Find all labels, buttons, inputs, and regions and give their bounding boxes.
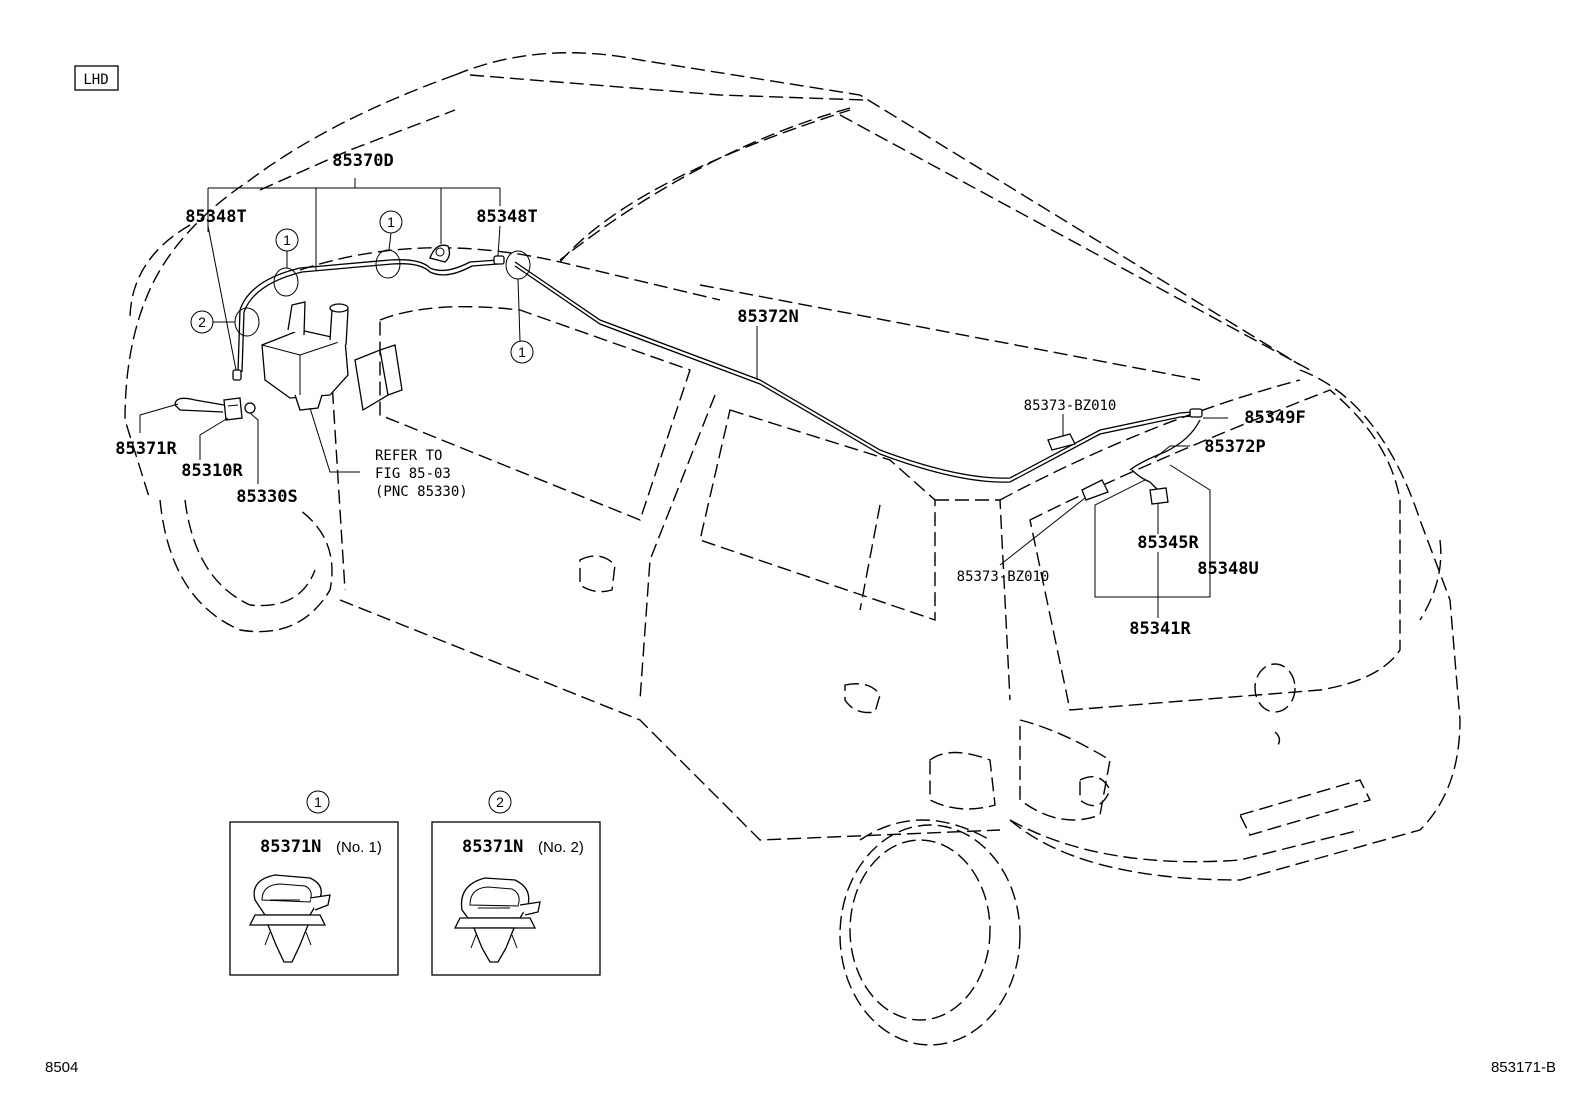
label-85345R: 85345R bbox=[1137, 533, 1199, 553]
joint-85348T-left bbox=[232, 369, 242, 381]
refer-line-1: REFER TO bbox=[375, 448, 442, 464]
label-85349F: 85349F bbox=[1244, 408, 1305, 428]
detail-note: (No. 2) bbox=[538, 839, 584, 856]
label-85370D: 85370D bbox=[332, 151, 393, 171]
washer-hose-front bbox=[237, 259, 499, 373]
nozzle-85373-top bbox=[1047, 433, 1076, 451]
callout-number: 1 bbox=[283, 232, 291, 248]
detail-part-number: 85371N bbox=[462, 837, 523, 857]
washer-hose-rear-85372N bbox=[514, 261, 1193, 483]
label-85371R: 85371R bbox=[115, 439, 177, 459]
joint-85348T-right bbox=[493, 255, 505, 265]
leader-lines bbox=[139, 178, 1228, 618]
washer-hose-85372P bbox=[1129, 419, 1201, 491]
callout-circles: 1 1 2 1 bbox=[190, 210, 534, 364]
refer-line-2: FIG 85-03 bbox=[375, 466, 451, 482]
label-85310R: 85310R bbox=[181, 461, 243, 481]
nozzle-85373-bottom bbox=[1081, 479, 1109, 501]
vehicle-outline bbox=[124, 52, 1461, 1046]
hose-85371R bbox=[174, 397, 225, 413]
label-85348U: 85348U bbox=[1197, 559, 1258, 579]
footer-figure-code: 853171-B bbox=[1491, 1059, 1556, 1076]
lhd-tag: LHD bbox=[74, 65, 119, 91]
joint-85349F bbox=[1189, 408, 1203, 418]
callout-number: 1 bbox=[518, 344, 526, 360]
callout-number: 1 bbox=[387, 214, 395, 230]
detail-callout-number: 2 bbox=[496, 794, 504, 810]
footer-page-code: 8504 bbox=[45, 1059, 78, 1076]
label-85372N: 85372N bbox=[737, 307, 798, 327]
label-85373-top: 85373-BZ010 bbox=[1024, 398, 1117, 414]
label-85330S: 85330S bbox=[236, 487, 297, 507]
part-labels: 85370D 85348T 85348T 85372N 85371R 85310… bbox=[115, 151, 1305, 639]
refer-line-3: (PNC 85330) bbox=[375, 484, 468, 500]
detail-box-1: 1 85371N (No. 1) bbox=[229, 790, 399, 976]
label-85372P: 85372P bbox=[1204, 437, 1265, 457]
pump-grommet bbox=[244, 402, 256, 414]
nozzle-85345R bbox=[1149, 487, 1169, 505]
detail-box-2: 2 85371N (No. 2) bbox=[431, 790, 601, 976]
label-85348T-right: 85348T bbox=[476, 207, 537, 227]
label-85348T-left: 85348T bbox=[185, 207, 246, 227]
detail-part-number: 85371N bbox=[260, 837, 321, 857]
hose-check-valve bbox=[429, 244, 451, 263]
svg-text:LHD: LHD bbox=[83, 72, 108, 88]
washer-pump bbox=[223, 397, 243, 421]
detail-callout-number: 1 bbox=[314, 794, 322, 810]
callout-number: 2 bbox=[198, 314, 206, 330]
washer-tank bbox=[261, 301, 349, 411]
label-85373-bottom: 85373-BZ010 bbox=[957, 569, 1050, 585]
label-85341R: 85341R bbox=[1129, 619, 1191, 639]
detail-note: (No. 1) bbox=[336, 839, 382, 856]
